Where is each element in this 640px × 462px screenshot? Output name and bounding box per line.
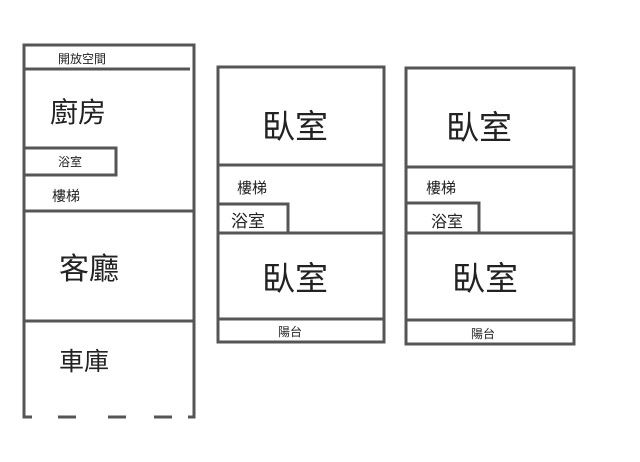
floor-3-plan: 臥室 樓梯 浴室 臥室 陽台	[404, 66, 576, 346]
kitchen-label: 廚房	[50, 96, 106, 129]
floor-1-plan: 開放空間 廚房 浴室 樓梯 客廳 車庫	[22, 43, 196, 420]
open-space-label: 開放空間	[58, 51, 106, 66]
floor-3-bathroom-label: 浴室	[431, 212, 463, 231]
floor-2-balcony-label: 陽台	[278, 324, 302, 339]
floor-1-outline	[22, 43, 196, 419]
floor-2-stairs-label: 樓梯	[237, 179, 267, 197]
floor-1-stairs-label: 樓梯	[52, 189, 80, 205]
floor-3-balcony-label: 陽台	[471, 326, 495, 341]
floor-1-bathroom-box	[22, 146, 118, 177]
floor-2-back-bedroom-label: 臥室	[262, 259, 328, 298]
floor-3-bathroom-box	[404, 201, 481, 235]
garage-label: 車庫	[59, 347, 109, 376]
floor-3-stairs-label: 樓梯	[426, 179, 456, 197]
floor-1-bathroom-label: 浴室	[58, 154, 82, 169]
floor-3-back-bedroom-label: 臥室	[452, 259, 518, 298]
floor-3-front-bedroom-label: 臥室	[446, 108, 512, 147]
floor-2-plan: 臥室 樓梯 浴室 臥室 陽台	[216, 65, 386, 344]
floor-2-front-bedroom-label: 臥室	[262, 107, 328, 146]
living-room-label: 客廳	[59, 252, 119, 287]
floor-2-bathroom-label: 浴室	[231, 212, 265, 232]
floor-2-bathroom-box	[216, 202, 290, 235]
